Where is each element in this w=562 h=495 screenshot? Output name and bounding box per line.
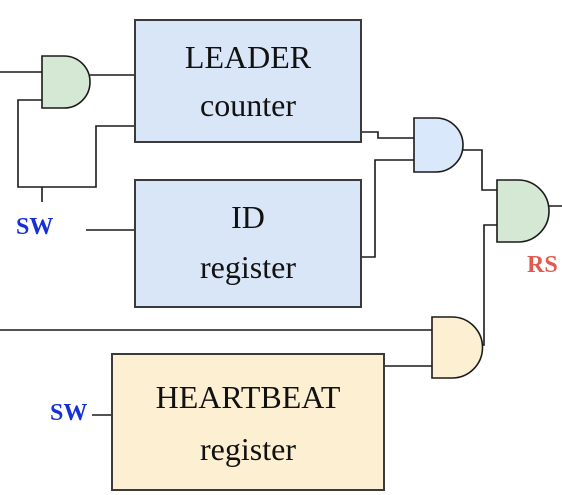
wire-and2-to-final (462, 149, 497, 191)
id-register-block: ID register (134, 179, 362, 308)
heartbeat-register-box (111, 353, 385, 491)
wire-id-to-and2 (361, 159, 414, 258)
leader-block-title: LEADER (185, 39, 312, 75)
and-gate-leader-input (41, 55, 91, 109)
and-gate-output (496, 179, 550, 243)
wire-leader-to-and2 (361, 131, 414, 139)
and-gate-leader-id (413, 117, 464, 173)
id-block-subtitle: register (200, 249, 296, 285)
leader-counter-box (134, 19, 362, 143)
heartbeat-block-subtitle: register (200, 431, 296, 467)
rs-output-label: RS (527, 252, 558, 278)
id-register-box (134, 179, 362, 308)
leader-counter-block: LEADER counter (134, 19, 362, 143)
leader-block-subtitle: counter (200, 87, 296, 123)
id-block-title: ID (231, 199, 265, 235)
wire-gate1-feedback (17, 99, 135, 188)
sw-label-bottom: SW (50, 400, 87, 426)
sw-label-top: SW (16, 214, 53, 240)
heartbeat-register-block: HEARTBEAT register (111, 353, 385, 491)
and-gate-heartbeat (431, 316, 484, 379)
wire-and3-to-final (478, 224, 497, 346)
heartbeat-block-title: HEARTBEAT (156, 379, 341, 415)
